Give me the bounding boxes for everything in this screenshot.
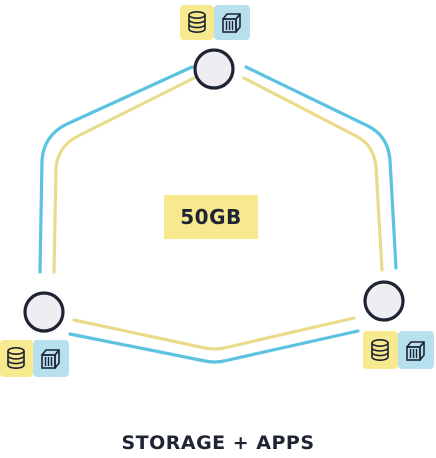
node-right-icons bbox=[363, 331, 434, 369]
storage-link-top-left bbox=[52, 76, 196, 274]
node-left[interactable] bbox=[23, 291, 65, 333]
storage-link-top-right bbox=[242, 76, 384, 272]
apps-link-bottom bbox=[68, 329, 360, 364]
storage-links bbox=[52, 76, 384, 351]
apps-links bbox=[38, 65, 398, 364]
apps-link-top-right bbox=[244, 65, 398, 270]
node-top-icons bbox=[180, 5, 250, 40]
apps-link-top-left bbox=[38, 65, 194, 274]
node-right[interactable] bbox=[363, 280, 405, 322]
capacity-badge: 50GB bbox=[164, 195, 258, 239]
node-top[interactable] bbox=[193, 48, 235, 90]
storage-link-bottom bbox=[72, 316, 356, 351]
node-left-icons bbox=[0, 340, 69, 377]
diagram-caption: STORAGE + APPS bbox=[121, 432, 315, 454]
